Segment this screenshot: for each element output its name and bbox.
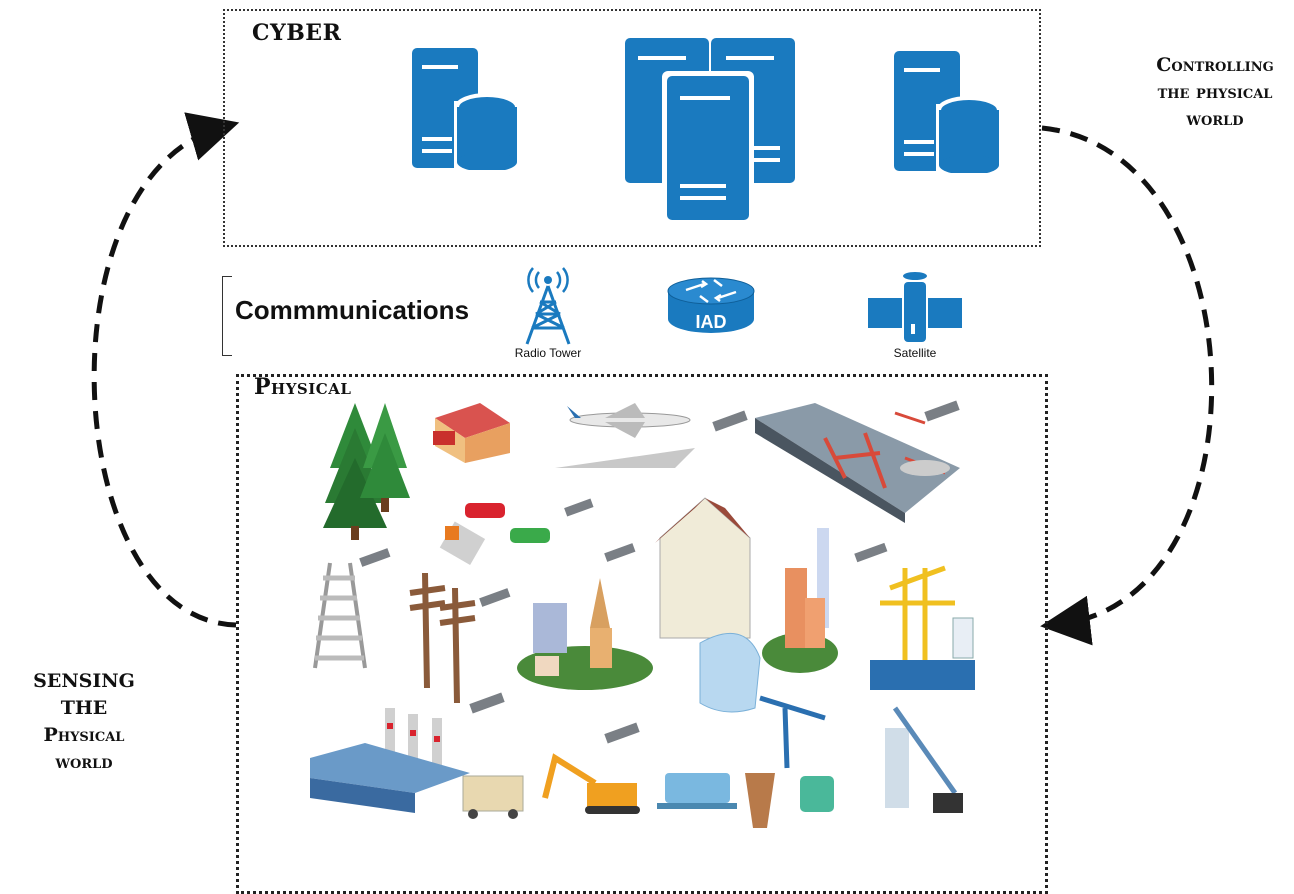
radio-tower-icon <box>525 267 571 345</box>
oil-pump-icon <box>745 695 834 828</box>
communications-bracket <box>222 276 232 356</box>
cars-icon <box>439 503 550 565</box>
controlling-label: Controlling the physical world <box>1140 52 1290 133</box>
router-label: IAD <box>696 312 727 332</box>
controlling-line-2: the physical <box>1157 81 1273 103</box>
port-icon <box>755 403 960 523</box>
power-poles-icon <box>409 572 476 704</box>
harbor-crane-icon <box>870 565 975 690</box>
feedback-arrows <box>91 112 1214 646</box>
storage-tank-icon <box>657 773 737 809</box>
airplane-icon <box>555 403 695 468</box>
cement-plant-icon <box>885 706 963 813</box>
surveillance-camera-icon <box>359 400 960 744</box>
sensing-arrow <box>91 112 240 628</box>
sensing-label: SENSING THE Physical world <box>8 668 160 776</box>
church-icon <box>517 578 653 690</box>
controlling-arrow <box>1040 125 1214 646</box>
controlling-line-1: Controlling <box>1156 54 1274 76</box>
warehouse-icon <box>433 403 510 463</box>
sensing-line-2: Physical <box>43 724 125 746</box>
sensing-line-3: world <box>55 751 113 773</box>
physical-title: Physical <box>254 374 352 400</box>
railway-icon <box>313 562 367 669</box>
apartment-buildings-icon <box>655 497 751 639</box>
radio-tower-caption: Radio Tower <box>514 346 582 360</box>
satellite-caption: Satellite <box>893 346 937 360</box>
stadium-icon <box>699 632 761 713</box>
factory-icon <box>310 708 470 813</box>
database-server-icon <box>412 48 520 170</box>
controlling-line-3: world <box>1186 108 1244 130</box>
trees-icon <box>323 403 410 540</box>
router-icon: IAD <box>667 277 755 333</box>
communications-title: Commmunications <box>235 295 470 325</box>
cyber-region <box>223 9 1041 247</box>
physical-world-illustration <box>310 400 975 828</box>
skyscrapers-icon <box>762 528 838 673</box>
excavator-icon <box>542 753 640 814</box>
database-server-icon <box>894 51 1002 173</box>
server-cluster-icon <box>625 38 795 221</box>
freight-car-icon <box>462 775 524 819</box>
satellite-icon <box>868 272 962 342</box>
cyber-title: CYBER <box>252 20 342 46</box>
sensing-line-1: SENSING THE <box>33 670 135 719</box>
